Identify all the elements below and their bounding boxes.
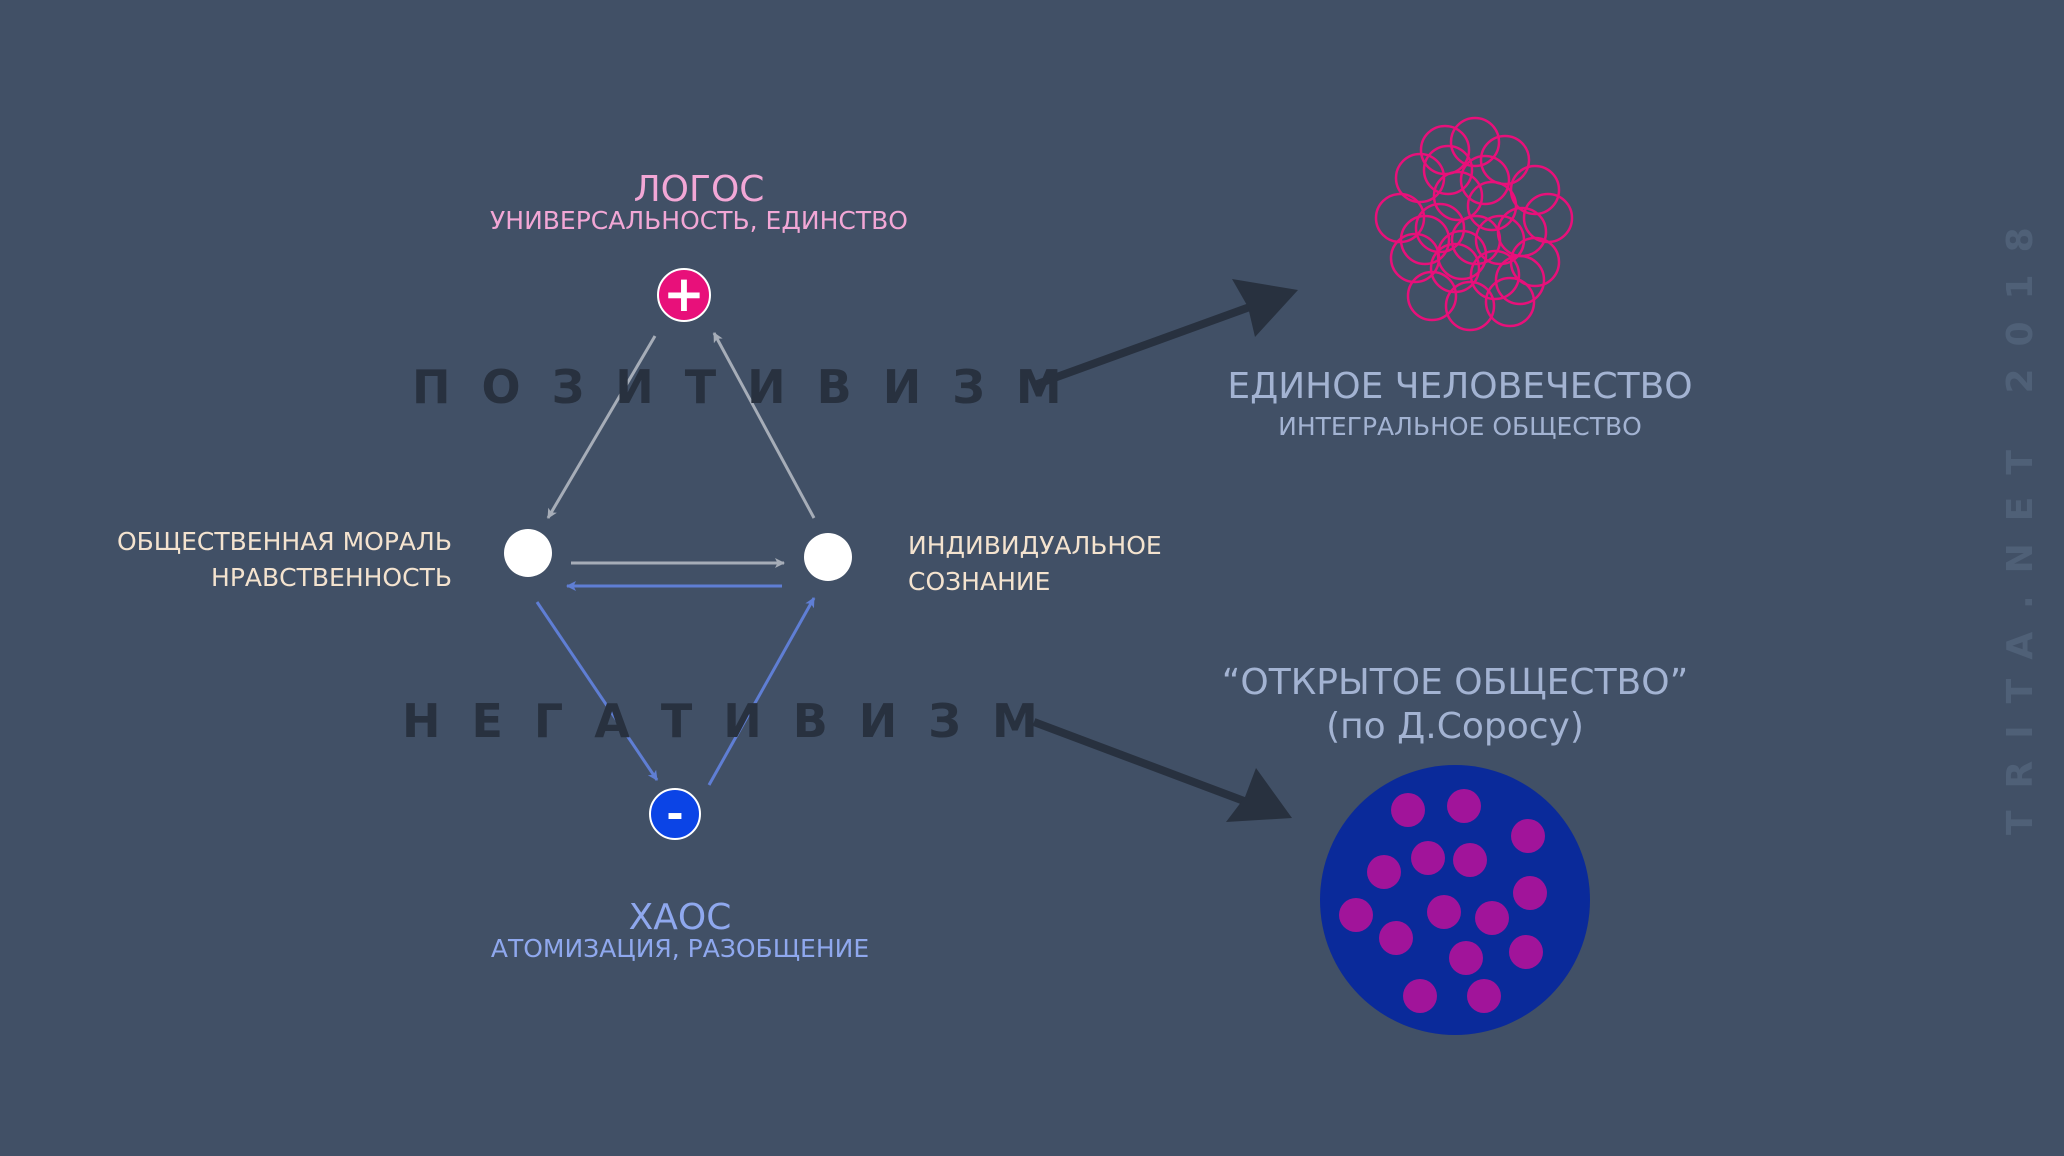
arrow-chaos-to-consciousness: [707, 597, 816, 786]
individual-dot: [1367, 855, 1401, 889]
ring: [1399, 214, 1451, 266]
open-society-subtitle: (по Д.Соросу): [1326, 706, 1584, 747]
ring: [1422, 144, 1474, 196]
individual-dot: [1379, 921, 1413, 955]
ring: [1509, 164, 1561, 216]
open-society-title: “ОТКРЫТОЕ ОБЩЕСТВО”: [1221, 662, 1689, 703]
ring: [1444, 280, 1496, 332]
consciousness-node: [804, 533, 852, 581]
logos-subtitle: УНИВЕРСАЛЬНОСТЬ, ЕДИНСТВО: [490, 206, 908, 235]
ring: [1419, 124, 1471, 176]
morality-label: ОБЩЕСТВЕННАЯ МОРАЛЬ НРАВСТВЕННОСТЬ: [117, 524, 452, 596]
ring: [1479, 134, 1531, 186]
chaos-node: -: [649, 788, 701, 840]
ring: [1466, 180, 1518, 232]
arrow-to-united-humanity: [1030, 279, 1298, 390]
ring: [1469, 249, 1521, 301]
individual-dot: [1449, 941, 1483, 975]
individual-dot: [1513, 876, 1547, 910]
ring: [1414, 202, 1466, 254]
united-humanity-ring-cluster: [1374, 116, 1574, 332]
logos-node: +: [657, 265, 711, 323]
individual-dot: [1467, 979, 1501, 1013]
united-humanity-title: ЕДИНОЕ ЧЕЛОВЕЧЕСТВО: [1227, 366, 1693, 407]
ring: [1474, 214, 1526, 266]
ring: [1459, 154, 1511, 206]
individual-dot: [1391, 793, 1425, 827]
chaos-subtitle: АТОМИЗАЦИЯ, РАЗОБЩЕНИЕ: [490, 934, 870, 963]
logos-node-symbol: +: [663, 265, 705, 323]
arrow-consciousness-to-logos: [712, 332, 816, 519]
ring: [1494, 254, 1546, 306]
ring: [1432, 170, 1484, 222]
individual-dot: [1511, 819, 1545, 853]
individual-dot: [1509, 935, 1543, 969]
arrow-morality-to-chaos: [535, 601, 659, 781]
morality-label-line1: ОБЩЕСТВЕННАЯ МОРАЛЬ: [116, 527, 452, 556]
individual-dot: [1411, 841, 1445, 875]
consciousness-label-line1: ИНДИВИДУАЛЬНОЕ: [908, 531, 1162, 560]
united-humanity-subtitle: ИНТЕГРАЛЬНОЕ ОБЩЕСТВО: [1278, 412, 1642, 441]
ring: [1522, 192, 1574, 244]
ring: [1449, 116, 1501, 168]
watermark: TRITA.NET 2018: [2000, 205, 2041, 835]
individual-dot: [1475, 901, 1509, 935]
logos-title: ЛОГОС: [633, 169, 765, 210]
individual-dot: [1339, 898, 1373, 932]
negativism-label: НЕГАТИВИЗМ: [402, 694, 1069, 748]
individual-dot: [1403, 979, 1437, 1013]
morality-label-line2: НРАВСТВЕННОСТЬ: [211, 563, 452, 592]
consciousness-label-line2: СОЗНАНИЕ: [908, 567, 1051, 596]
ring: [1406, 270, 1458, 322]
consciousness-label: ИНДИВИДУАЛЬНОЕ СОЗНАНИЕ: [908, 528, 1162, 600]
chaos-title: ХАОС: [628, 897, 732, 938]
chaos-node-symbol: -: [666, 789, 683, 838]
open-society-disc-figure: [1320, 765, 1590, 1035]
individual-dot: [1453, 843, 1487, 877]
individual-dot: [1427, 895, 1461, 929]
arrow-to-open-society: [1032, 718, 1292, 822]
arrow-logos-to-morality: [546, 335, 657, 519]
ring: [1484, 276, 1536, 328]
individual-dot: [1447, 789, 1481, 823]
morality-node: [504, 529, 552, 577]
ring: [1436, 229, 1488, 281]
positivism-label: ПОЗИТИВИЗМ: [412, 360, 1093, 414]
